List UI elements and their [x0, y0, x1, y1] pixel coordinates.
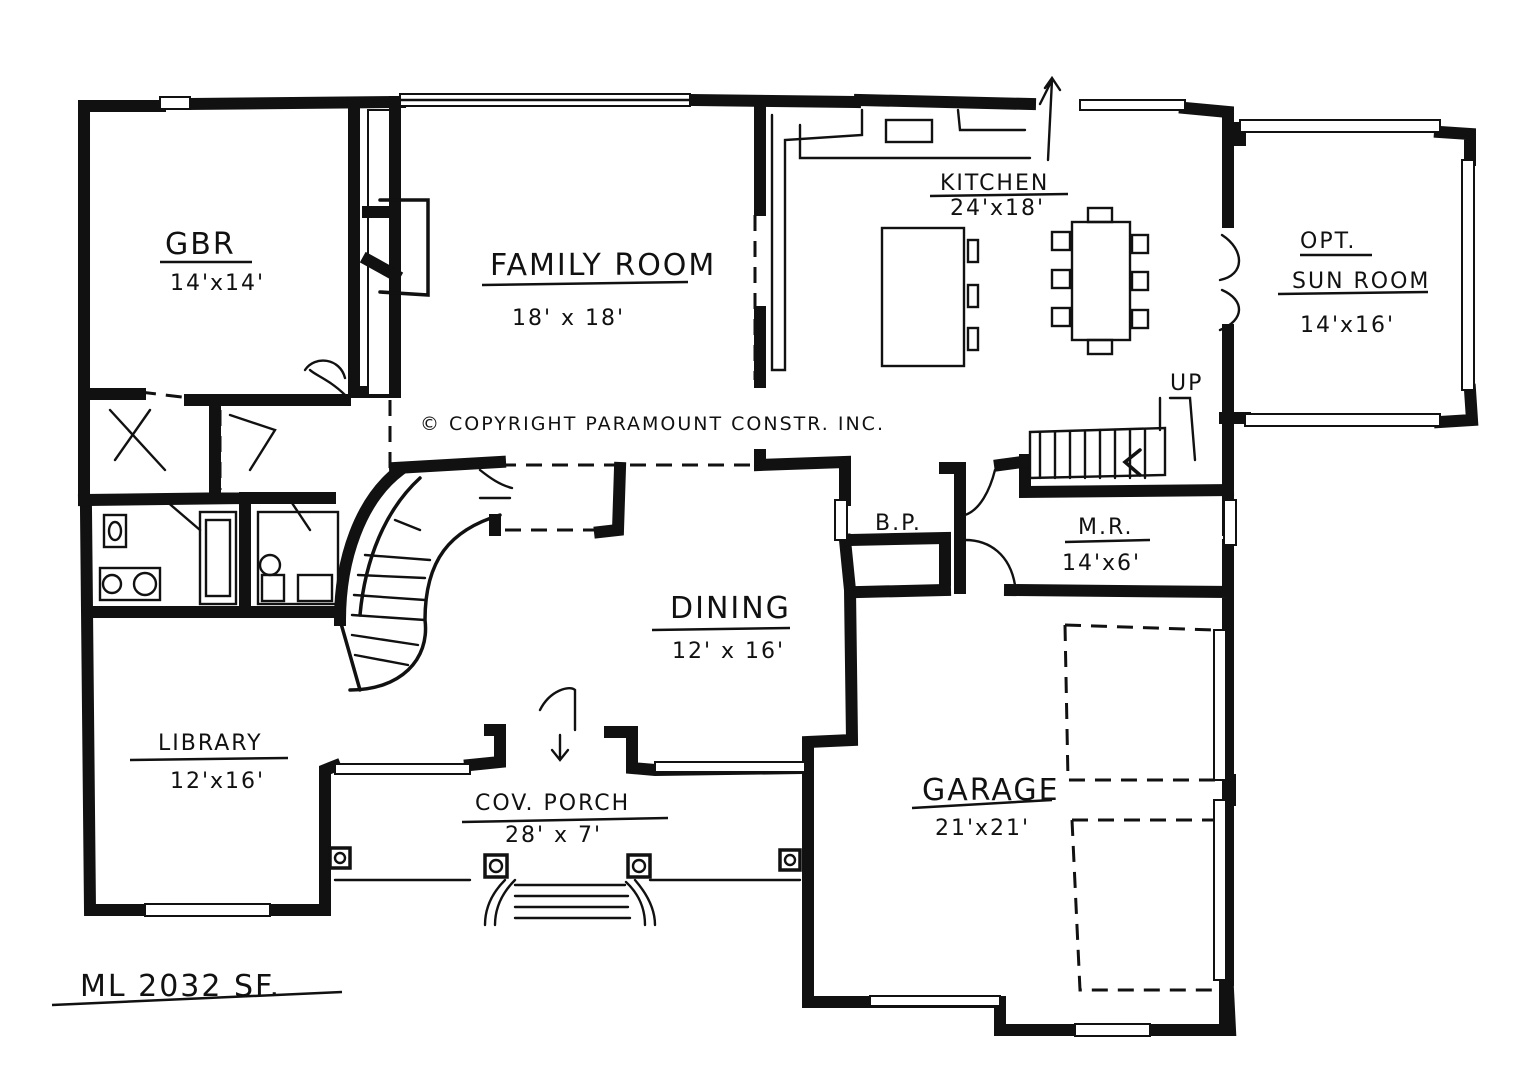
room-name-porch: COV. PORCH: [475, 791, 630, 816]
room-size-library: 12'x16': [170, 769, 265, 794]
room-name-kitchen: KITCHEN: [940, 171, 1049, 196]
room-name-bp: B.P.: [875, 511, 922, 536]
copyright-notice: © COPYRIGHT PARAMOUNT CONSTR. INC.: [420, 413, 885, 435]
footer: ML 2032 SF.: [51, 969, 343, 1007]
room-size-kitchen: 24'x18': [950, 196, 1045, 221]
room-size-garage: 21'x21': [935, 816, 1030, 841]
room-name-sunroom: OPT.: [1300, 229, 1356, 254]
kitchen-island: [880, 226, 966, 368]
room-size-porch: 28' x 7': [505, 823, 602, 848]
porch-details: [328, 687, 802, 927]
windows: [144, 93, 1475, 1037]
dashed-lines: [139, 215, 1216, 992]
room-size-mr: 14'x6': [1062, 551, 1141, 576]
curved-stair: [333, 461, 502, 692]
straight-stair: [1028, 396, 1197, 480]
room-size-family: 18' x 18': [512, 306, 625, 331]
room-name-mr: M.R.: [1078, 515, 1133, 540]
room-name2-sunroom: SUN ROOM: [1292, 269, 1430, 294]
bathroom-fixtures: [98, 368, 347, 606]
room-name-dining: DINING: [670, 591, 791, 626]
stair-up-label: UP: [1170, 371, 1203, 396]
walls: [77, 93, 1479, 1036]
door-swings: [303, 233, 1241, 587]
room-size-gbr: 14'x14': [170, 271, 265, 296]
room-size-sunroom: 14'x16': [1300, 313, 1395, 338]
dining-table: [1070, 220, 1132, 342]
room-name-family: FAMILY ROOM: [490, 248, 716, 283]
room-name-library: LIBRARY: [158, 731, 263, 756]
fireplace: [359, 198, 430, 297]
room-name-gbr: GBR: [165, 227, 236, 262]
kitchen-fixtures: [770, 75, 1150, 372]
room-labels: GBR 14'x14' FAMILY ROOM 18' x 18' KITCHE…: [129, 171, 1430, 848]
room-size-dining: 12' x 16': [672, 639, 785, 664]
